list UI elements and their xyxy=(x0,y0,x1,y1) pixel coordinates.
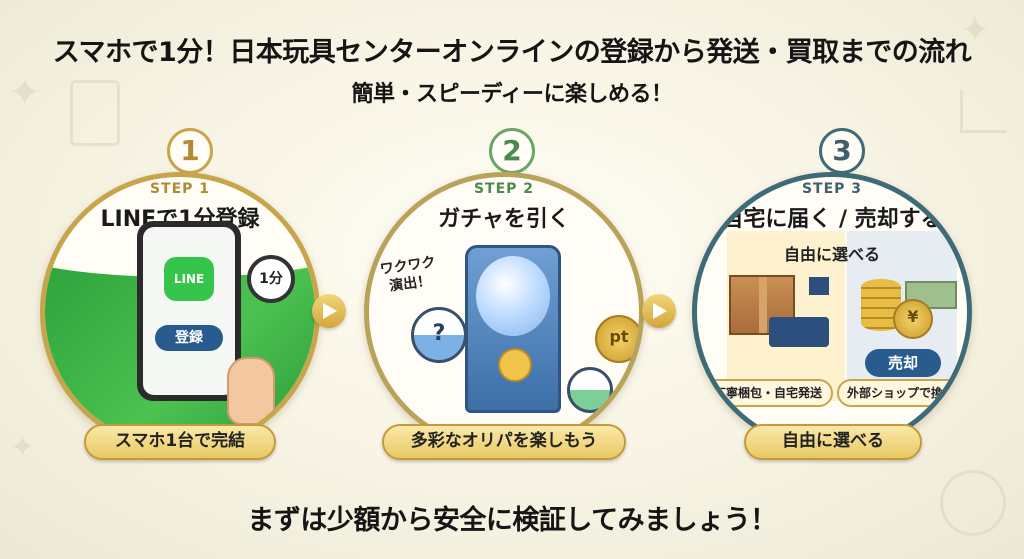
step-3-title: 自宅に届く / 売却する xyxy=(721,207,943,232)
step-3-summary-pill: 自由に選べる xyxy=(744,424,922,460)
choice-heading: 自由に選べる xyxy=(783,245,880,264)
house-icon xyxy=(809,277,829,295)
arrow-right-icon xyxy=(312,294,346,328)
background-card-icon xyxy=(70,80,120,146)
capsule-icon xyxy=(567,367,613,413)
delivery-truck-icon xyxy=(769,317,829,347)
home-delivery-option: 丁寧梱包・自宅発送 xyxy=(703,379,833,407)
stopwatch-icon: 1分 xyxy=(247,255,295,303)
step-2-label: STEP 2 xyxy=(473,181,535,197)
sell-button[interactable]: 売却 xyxy=(865,349,941,377)
step-3-number: 3 xyxy=(819,128,865,174)
smartphone-icon: LINE 登録 xyxy=(137,221,241,401)
arrow-right-icon xyxy=(642,294,676,328)
step-3-card: STEP 3 自宅に届く / 売却する 自由に選べる ¥ 売却 丁寧梱包・自宅発… xyxy=(692,172,972,452)
background-sparkle-icon: ✦ xyxy=(8,70,42,116)
page-subtitle: 簡単・スピーディーに楽しめる！ xyxy=(351,82,673,107)
step-1-card: STEP 1 LINEで1分登録 LINE 登録 1分 xyxy=(40,172,320,452)
background-sparkle-icon: ✦ xyxy=(960,10,991,51)
step-2-summary-pill: 多彩なオリパを楽しもう xyxy=(382,424,626,460)
register-button[interactable]: 登録 xyxy=(155,325,223,351)
step-2-number: 2 xyxy=(489,128,535,174)
step-1-summary-pill: スマホ1台で完結 xyxy=(84,424,276,460)
step-2-card: STEP 2 ガチャを引く ワクワク 演出！ ? pt xyxy=(364,172,644,452)
mystery-capsule-icon: ? xyxy=(411,307,467,363)
line-logo-icon: LINE xyxy=(164,257,214,301)
excitement-text: ワクワク 演出！ xyxy=(378,254,437,295)
background-sparkle-icon: ✦ xyxy=(10,430,36,465)
footer-message: まずは少額から安全に検証してみましょう！ xyxy=(247,505,777,536)
step-2-title: ガチャを引く xyxy=(438,207,570,232)
step-1-label: STEP 1 xyxy=(149,181,211,197)
background-chart-icon xyxy=(960,90,1007,133)
yen-coin-icon: ¥ xyxy=(893,299,933,339)
background-pie-icon xyxy=(940,470,1006,536)
point-coin-icon: pt xyxy=(595,315,639,363)
phone-screen: LINE 登録 xyxy=(143,227,235,395)
step-3-label: STEP 3 xyxy=(801,181,863,197)
gacha-knob-icon xyxy=(498,348,532,382)
pointing-hand-icon xyxy=(227,357,275,425)
page-title: スマホで1分！日本玩具センターオンラインの登録から発送・買取までの流れ xyxy=(52,37,972,68)
step-1-number: 1 xyxy=(167,128,213,174)
gacha-machine-icon xyxy=(465,245,561,413)
external-shop-option: 外部ショップで換金 xyxy=(837,379,965,407)
gacha-dome xyxy=(476,256,550,336)
